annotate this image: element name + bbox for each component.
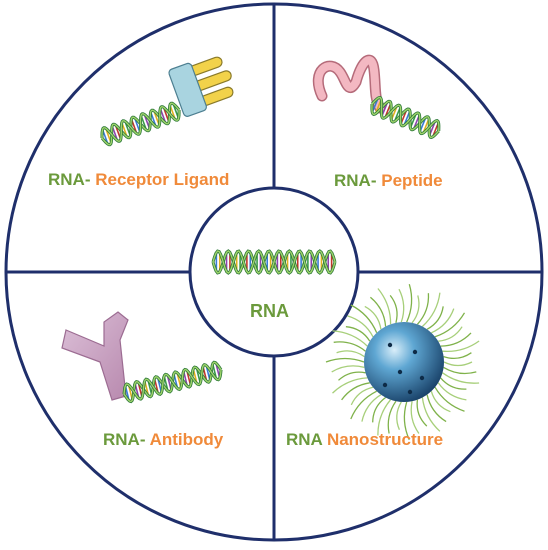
label-rna-peptide: RNA- Peptide <box>334 171 443 191</box>
label-rna-receptor-ligand: RNA- Receptor Ligand <box>48 170 229 190</box>
label-prefix: RNA- <box>103 430 146 449</box>
label-rna-nanostructure: RNA Nanostructure <box>286 430 443 450</box>
label-prefix: RNA <box>286 430 323 449</box>
rna-helix-icon <box>211 249 337 275</box>
center-circle <box>188 186 360 358</box>
peptide-icon <box>312 54 441 139</box>
label-prefix: RNA- <box>334 171 377 190</box>
label-suffix: Antibody <box>149 430 224 449</box>
receptor-ligand-icon <box>100 56 234 147</box>
label-suffix: Nanostructure <box>326 430 444 449</box>
ligand-block <box>168 62 207 117</box>
label-prefix: RNA- <box>48 170 91 189</box>
antibody-shape <box>61 311 129 401</box>
label-rna-antibody: RNA- Antibody <box>103 430 223 450</box>
label-center-rna: RNA <box>250 301 289 321</box>
nanoparticle-sphere <box>364 322 444 402</box>
label-suffix: Receptor Ligand <box>95 170 230 189</box>
label-suffix: Peptide <box>381 171 443 190</box>
nanostructure-icon <box>325 284 480 441</box>
antibody-icon <box>61 311 223 404</box>
